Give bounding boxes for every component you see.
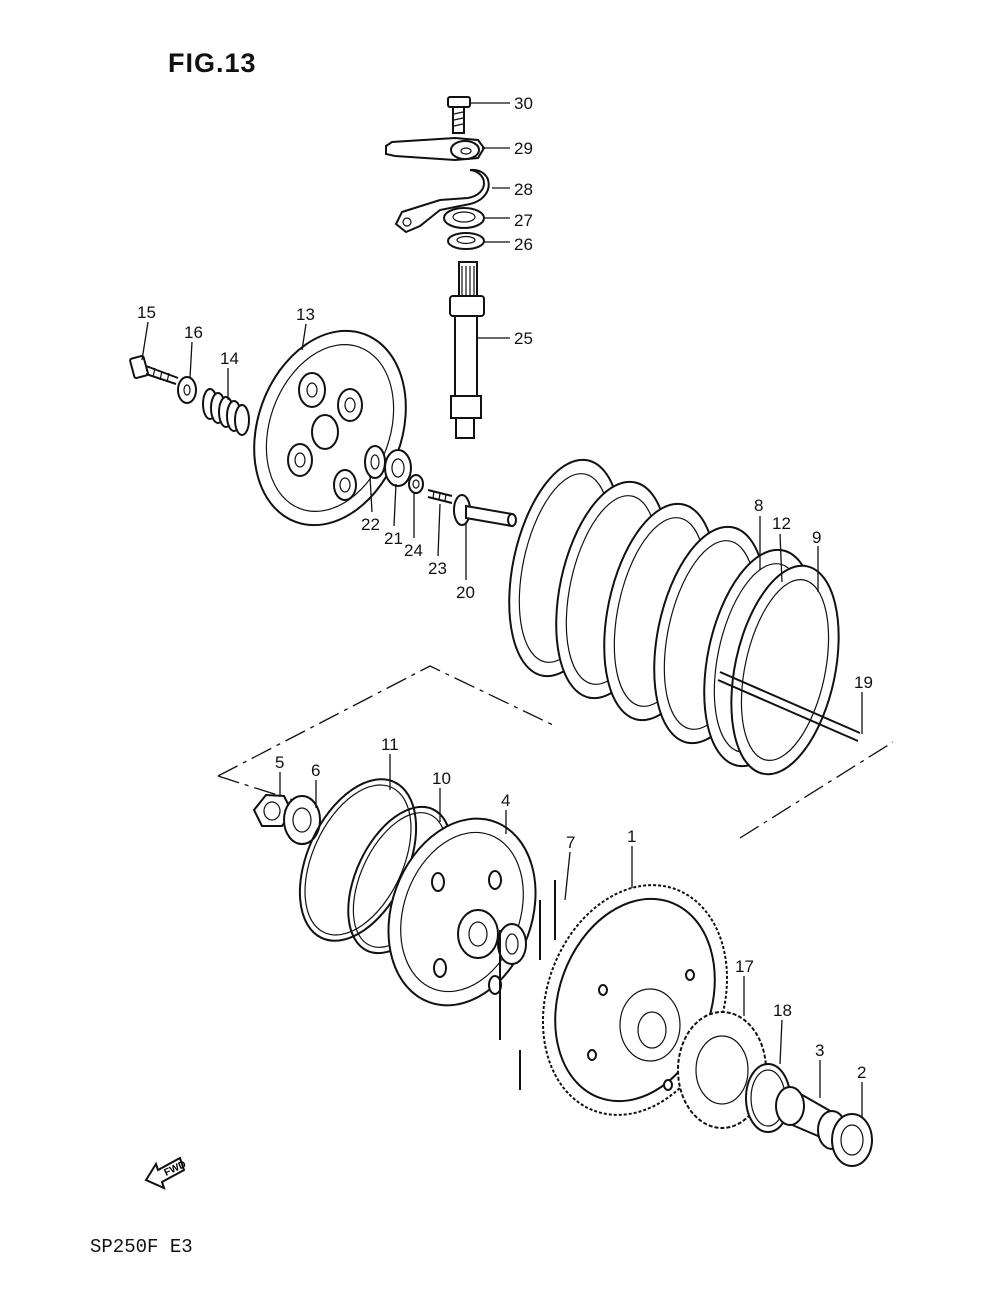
part-label-7: 7 (566, 833, 575, 852)
part-7-washer (497, 923, 527, 965)
group-outline (217, 665, 894, 839)
part-label-19: 19 (854, 673, 873, 692)
part-label-26: 26 (514, 235, 533, 254)
part-label-30: 30 (514, 94, 533, 113)
part-16-washer (177, 376, 197, 404)
part-2-washer (831, 1113, 873, 1167)
part-label-24: 24 (404, 541, 423, 560)
part-4-sleeve-hub (387, 817, 537, 1007)
part-14-spring (202, 388, 250, 436)
fwd-arrow-icon: FWD (144, 1156, 188, 1190)
figure-title: FIG.13 (168, 48, 257, 78)
part-20-push-piece (453, 494, 517, 528)
part-label-16: 16 (184, 323, 203, 342)
part-label-4: 4 (501, 791, 510, 810)
part-label-5: 5 (275, 753, 284, 772)
part-label-12: 12 (772, 514, 791, 533)
part-6-washer (283, 795, 321, 845)
part-label-29: 29 (514, 139, 533, 158)
part-labels: 30 29 28 27 26 25 15 16 14 13 22 21 24 2… (137, 94, 873, 1082)
model-code: SP250F E3 (90, 1236, 193, 1258)
part-label-15: 15 (137, 303, 156, 322)
part-28-plate (394, 168, 490, 234)
part-24-nut (408, 474, 424, 494)
part-22-washer (364, 445, 386, 479)
part-21-bearing (384, 449, 412, 487)
part-label-18: 18 (773, 1001, 792, 1020)
part-label-27: 27 (514, 211, 533, 230)
part-26-washer (447, 232, 485, 250)
part-label-8: 8 (754, 496, 763, 515)
part-label-28: 28 (514, 180, 533, 199)
part-label-17: 17 (735, 957, 754, 976)
release-lever-assembly (385, 96, 490, 439)
leader-lines (141, 102, 863, 1118)
part-label-9: 9 (812, 528, 821, 547)
part-label-6: 6 (311, 761, 320, 780)
part-25-release-shaft (449, 261, 485, 439)
part-label-20: 20 (456, 583, 475, 602)
part-label-25: 25 (514, 329, 533, 348)
part-30-bolt (447, 96, 471, 134)
part-label-21: 21 (384, 529, 403, 548)
part-label-22: 22 (361, 515, 380, 534)
part-label-14: 14 (220, 349, 239, 368)
part-27-oil-seal (443, 207, 485, 229)
clutch-plate-stack (508, 458, 861, 776)
part-label-13: 13 (296, 305, 315, 324)
part-23-adjust-screw (427, 489, 453, 504)
clutch-housing-assembly (252, 778, 873, 1167)
pressure-plate-assembly (129, 329, 517, 528)
part-label-2: 2 (857, 1063, 866, 1082)
part-label-1: 1 (627, 827, 636, 846)
part-label-10: 10 (432, 769, 451, 788)
part-label-23: 23 (428, 559, 447, 578)
part-29-lever (385, 136, 486, 162)
part-15-bolt (129, 354, 179, 385)
part-19-push-rod (717, 671, 861, 742)
part-label-11: 11 (381, 735, 399, 754)
part-label-3: 3 (815, 1041, 824, 1060)
part-13-pressure-plate (253, 329, 407, 527)
